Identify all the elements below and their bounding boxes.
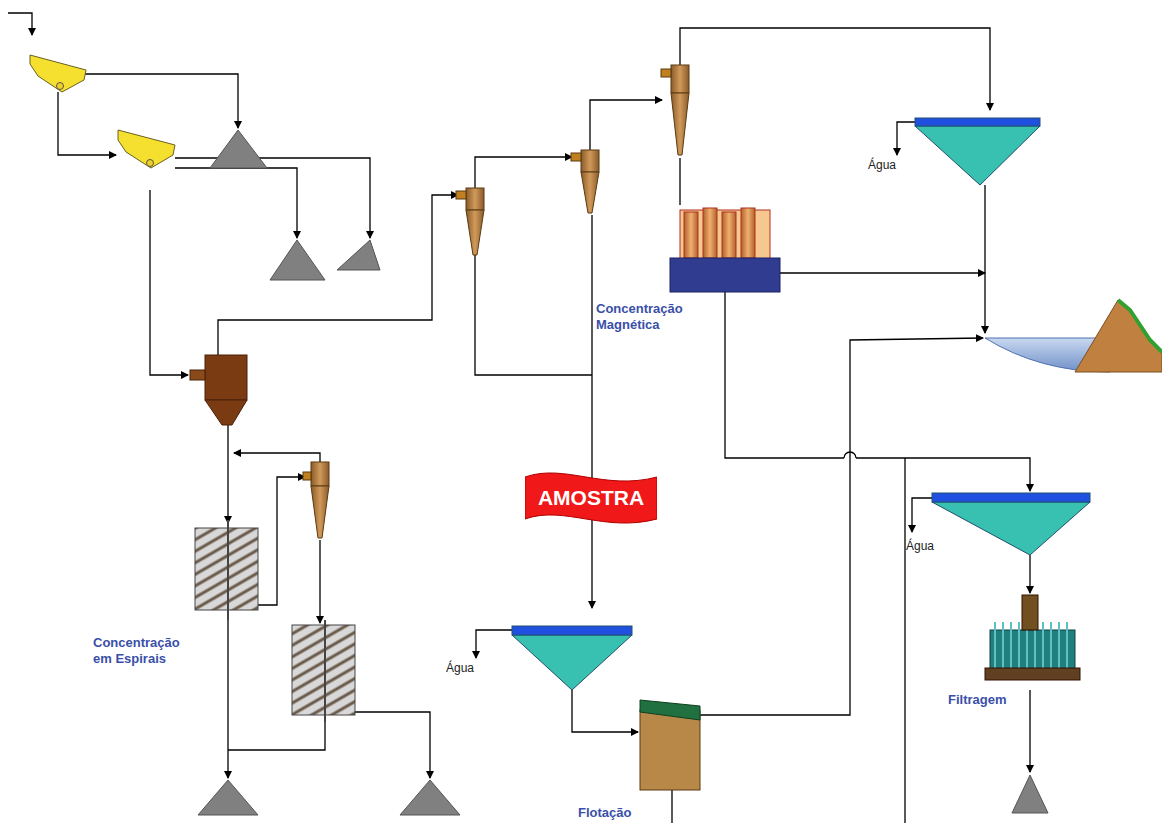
water-label: Água bbox=[868, 157, 896, 173]
water-label: Água bbox=[906, 538, 934, 554]
process-label: Filtragem bbox=[948, 692, 1007, 708]
process-label: Flotação bbox=[578, 805, 631, 821]
process-label: Concentração Magnética bbox=[596, 301, 704, 333]
process-label: Concentração em Espirais bbox=[93, 635, 201, 667]
flag-text: AMOSTRA bbox=[538, 486, 644, 510]
sample-flag: AMOSTRA bbox=[525, 470, 657, 526]
water-label: Água bbox=[446, 660, 474, 676]
